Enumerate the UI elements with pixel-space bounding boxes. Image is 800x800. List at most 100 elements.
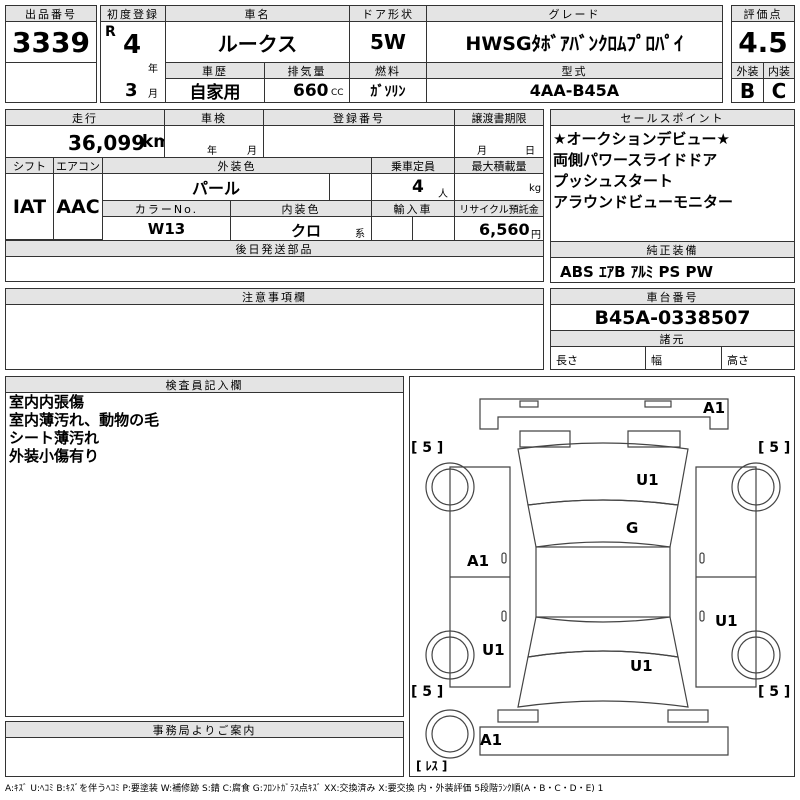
capacity-box: 4 人: [371, 173, 455, 201]
recycle-fee-label: リサイクル預託金: [454, 200, 544, 217]
wheel-rear-right: [731, 630, 781, 680]
transfer-month-unit: 月: [477, 146, 487, 157]
mark-right-rear-door: U1: [715, 612, 738, 630]
recycle-fee-unit: 円: [531, 230, 541, 241]
color-number-label: カラーNo.: [102, 200, 231, 217]
grade: HWSGﾀﾎﾞｱﾊﾞﾝｸﾛﾑﾌﾟﾛﾊﾟｲ: [426, 21, 723, 63]
transfer-deadline-box: 月 日: [454, 125, 544, 158]
spare-tire: [ ﾚｽ ]: [416, 759, 448, 773]
shift: IAT: [5, 173, 54, 240]
door-shape: 5W: [349, 21, 427, 63]
color-number: W13: [102, 216, 231, 241]
displacement: 660: [293, 81, 329, 101]
interior-grade-label: 内装: [763, 62, 795, 79]
handle-right-front: [699, 552, 705, 564]
interior-grade: C: [763, 78, 795, 103]
mark-front-bumper: A1: [703, 399, 726, 417]
wheel-front-right-inner: [737, 468, 775, 506]
import-label: 輸入車: [371, 200, 455, 217]
damage-diagram: [ 5 ] [ 5 ] [ 5 ] [ 5 ] [ ﾚｽ ] A1 U1 G A…: [409, 376, 795, 777]
wheel-rear-left: [425, 630, 475, 680]
handle-left-front: [501, 552, 507, 564]
equipment: ABS ｴｱB ｱﾙﾐ PS PW: [560, 263, 714, 281]
grade-label: グレード: [426, 5, 723, 22]
mark-left-rear-wheel: U1: [482, 641, 505, 659]
specs-label: 諸元: [550, 330, 795, 347]
mark-hood: U1: [636, 471, 659, 489]
front-bumper-outline: [479, 398, 729, 430]
office-notice-box: [5, 737, 404, 777]
recycle-fee-box: 6,560 円: [454, 216, 544, 241]
model-label: 型式: [426, 62, 723, 79]
mileage-box: 36,099 km: [5, 125, 171, 158]
exterior-color-label: 外装色: [102, 157, 372, 174]
transfer-day-unit: 日: [525, 146, 535, 157]
car-diagram-svg: [425, 398, 781, 759]
registration-year: 4: [123, 30, 142, 60]
fuel-label: 燃料: [349, 62, 427, 79]
mileage-unit: km: [142, 132, 172, 152]
aircon: AAC: [53, 173, 103, 240]
year-unit: 年: [148, 64, 158, 75]
spare-wheel-inner: [431, 715, 469, 753]
mark-rear-bumper: A1: [480, 731, 503, 749]
rear-body-outline: [517, 650, 689, 708]
office-notice-label: 事務局よりご案内: [5, 721, 404, 738]
exterior-grade: B: [731, 78, 764, 103]
lot-number-label: 出品番号: [5, 5, 97, 22]
registration-number-label: 登録番号: [263, 109, 455, 126]
score-label: 評価点: [731, 5, 795, 22]
transfer-deadline-label: 譲渡書期限: [454, 109, 544, 126]
displacement-box: 660 CC: [264, 78, 350, 103]
selling-point-4: アラウンドビューモニター: [553, 193, 734, 211]
lot-blank: [5, 62, 97, 103]
height-label: 高さ: [727, 354, 749, 367]
import-box: [371, 216, 413, 241]
mark-windshield: G: [626, 519, 639, 537]
wheel-front-left: [425, 462, 475, 512]
spare-wheel: [425, 709, 475, 759]
chassis-number-label: 車台番号: [550, 288, 795, 305]
wheel-rear-left-inner: [431, 636, 469, 674]
rear-bumper-outline: [479, 726, 729, 756]
inspector-notes-box: 室内内張傷 室内薄汚れ、動物の毛 シート薄汚れ 外装小傷有り: [5, 392, 404, 717]
inspector-note-4: 外装小傷有り: [9, 447, 100, 465]
notes-box: [5, 304, 544, 370]
width-label: 幅: [651, 354, 662, 367]
tire-rear-right: [ 5 ]: [758, 684, 791, 700]
wheel-front-left-inner: [431, 468, 469, 506]
exterior-color: パール: [102, 173, 330, 201]
import-box-2: [412, 216, 455, 241]
tire-front-left: [ 5 ]: [411, 440, 444, 456]
interior-color-box: クロ 系: [230, 216, 372, 241]
height-box: 高さ: [721, 346, 795, 370]
chassis-number: B45A-0338507: [550, 304, 795, 331]
door-shape-label: ドア形状: [349, 5, 427, 22]
car-name-label: 車名: [165, 5, 350, 22]
shift-label: シフト: [5, 157, 54, 174]
handle-right-rear: [699, 610, 705, 622]
tire-rear-left: [ 5 ]: [411, 684, 444, 700]
aircon-label: エアコン: [53, 157, 103, 174]
mark-rear-body: U1: [630, 657, 653, 675]
selling-point-2: 両側パワースライドドア: [553, 151, 718, 169]
history: 自家用: [165, 78, 265, 103]
selling-points-box: ★オークションデビュー★ 両側パワースライドドア プッシュスタート アラウンドビ…: [550, 125, 795, 242]
front-grille-2: [644, 400, 672, 408]
rear-lamp-right: [667, 709, 709, 723]
inspection-month-unit: 月: [247, 146, 257, 157]
lot-number: 3339: [5, 21, 97, 63]
selling-points-label: セールスポイント: [550, 109, 795, 126]
history-label: 車歴: [165, 62, 265, 79]
capacity-unit: 人: [438, 189, 448, 200]
exterior-grade-label: 外装: [731, 62, 764, 79]
recycle-fee: 6,560: [479, 220, 530, 239]
car-name: ルークス: [165, 21, 350, 63]
damage-legend: A:ｷｽﾞ U:ﾍｺﾐ B:ｷｽﾞを伴うﾍｺﾐ P:要塗装 W:補修跡 S:錆 …: [5, 784, 604, 794]
inspector-note-2: 室内薄汚れ、動物の毛: [9, 411, 160, 429]
length-box: 長さ: [550, 346, 646, 370]
rear-lamp-left: [497, 709, 539, 723]
front-grille: [519, 400, 539, 408]
right-side-outline: [695, 466, 757, 688]
inspection-box: 年 月: [164, 125, 264, 158]
